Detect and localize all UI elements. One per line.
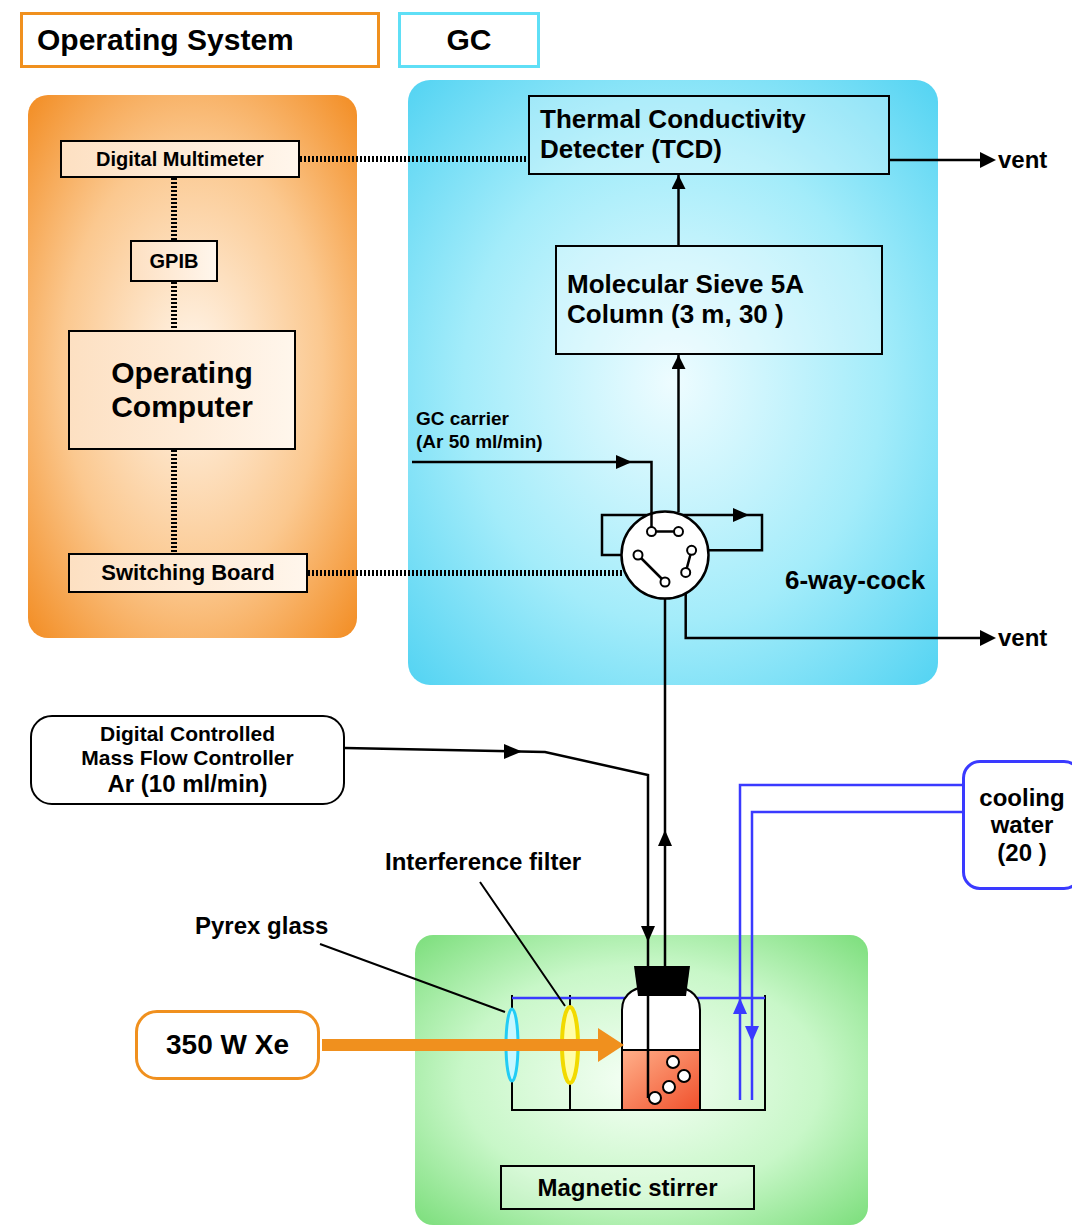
flow-label: (Ar 50 ml/min) xyxy=(416,431,543,453)
cock-ports xyxy=(634,527,697,586)
panel-heading: GC xyxy=(398,12,540,68)
cooling-box: cooling water (20 ) xyxy=(962,760,1072,890)
box-text: Magnetic stirrer xyxy=(537,1174,717,1202)
carrier-label: GC carrier xyxy=(416,408,509,430)
system-panel: Digital MultimeterGPIB Operating Computer… xyxy=(28,95,357,638)
arrowheads xyxy=(980,630,996,646)
signal-cable xyxy=(171,282,177,330)
reactor-vessel xyxy=(663,1081,675,1093)
vent-label: vent xyxy=(998,146,1047,174)
box-text: GPIB xyxy=(150,250,199,273)
cock-ports xyxy=(634,551,643,560)
box-text: Thermal Conductivity Detecter (TCD) xyxy=(540,105,860,165)
reactor-panel xyxy=(415,935,868,1225)
leader-line xyxy=(320,882,565,1012)
computer-box: Operating Computer xyxy=(68,330,296,450)
six-way-cock-face xyxy=(621,511,709,599)
detector-box: Thermal Conductivity Detecter (TCD) xyxy=(528,95,890,175)
arrowheads xyxy=(733,508,749,522)
reactor-vessel xyxy=(634,966,690,996)
box-text: Digital Multimeter xyxy=(96,148,264,171)
cooling-lines xyxy=(733,785,962,1100)
signal-cable xyxy=(300,156,528,162)
cooling-lines xyxy=(745,1026,759,1042)
valve-outline xyxy=(622,512,709,599)
box-text: Operating Computer xyxy=(82,356,282,425)
stirrer-box: Magnetic stirrer xyxy=(500,1165,755,1210)
box-text: Molecular Sieve 5A Column (3 m, 30 ) xyxy=(567,270,867,330)
cock-ports xyxy=(674,527,683,536)
carrier-line xyxy=(412,462,652,532)
signal-cable xyxy=(171,450,177,553)
gc-panel: Thermal Conductivity Detecter (TCD) Molec… xyxy=(408,80,938,685)
gas-lines xyxy=(345,160,984,1098)
cooling-lines xyxy=(740,785,962,1100)
reactor-vessel xyxy=(678,1070,690,1082)
lamp-box: 350 W Xe xyxy=(135,1010,320,1080)
valve-outline xyxy=(620,510,710,600)
valve-circle: 6-way-cock xyxy=(620,510,710,600)
switch-box: Switching Board xyxy=(68,553,308,593)
cock-channel xyxy=(638,532,692,582)
panel-backgrounds xyxy=(28,80,938,1225)
reactor-vessel xyxy=(649,1092,661,1104)
box-text: cooling water (20 ) xyxy=(976,784,1068,867)
reactor-vessel xyxy=(622,1050,700,1110)
interface-box: GPIB xyxy=(130,240,218,282)
signal-cable xyxy=(308,570,624,576)
column-box: Molecular Sieve 5A Column (3 m, 30 ) xyxy=(555,245,883,355)
box-text: Ar (10 ml/min) xyxy=(107,770,267,798)
optics xyxy=(598,1028,624,1062)
optics xyxy=(322,1039,602,1051)
gc-panel xyxy=(408,80,938,685)
optics xyxy=(320,882,624,1083)
cock-ports xyxy=(687,546,696,555)
panel-heading: Operating System xyxy=(20,12,380,68)
cooling-lines xyxy=(733,998,747,1014)
arrowheads xyxy=(504,152,996,942)
reactor-outlet-line xyxy=(664,582,667,968)
box-text: Switching Board xyxy=(101,560,275,585)
arrowheads xyxy=(658,830,672,846)
arrowheads xyxy=(641,926,655,942)
reactor-vessel xyxy=(622,966,700,1110)
cock-ports xyxy=(647,527,656,536)
cock-ports xyxy=(661,578,670,587)
vent-label: vent xyxy=(998,624,1047,652)
instrument-box: Digital Multimeter xyxy=(60,140,300,178)
gas-flow-arrow xyxy=(677,175,680,245)
arrowheads xyxy=(504,744,522,759)
flow-controller-box: Digital Controlled Mass Flow ControllerA… xyxy=(30,715,345,805)
cock-ports xyxy=(681,568,690,577)
part-label: Interference filter xyxy=(385,848,581,876)
valve-label: 6-way-cock xyxy=(785,566,925,596)
cock-face xyxy=(621,511,709,599)
arrowheads xyxy=(980,152,996,168)
gas-flow-arrow xyxy=(677,355,680,512)
box-text: 350 W Xe xyxy=(166,1029,289,1061)
reactor-vessel xyxy=(649,1056,690,1104)
box-text: Digital Controlled Mass Flow Controller xyxy=(75,722,300,770)
cooling-lines xyxy=(752,812,962,1100)
reactor-vessel xyxy=(622,985,700,1110)
operating-panel xyxy=(28,95,357,638)
arrowheads xyxy=(616,455,632,469)
part-label: Pyrex glass xyxy=(195,912,328,940)
reactor-vessel xyxy=(667,1056,679,1068)
vent-line xyxy=(890,159,984,162)
signal-cable xyxy=(171,178,177,240)
